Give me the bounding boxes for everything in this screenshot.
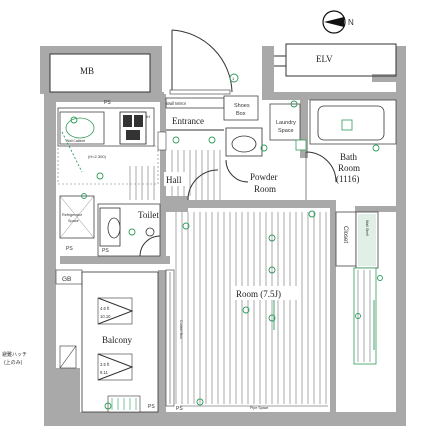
elv-area: ELV xyxy=(274,43,397,77)
kitchen-area: PS Wall Cabinet IH (H=2,300) Refrigerato… xyxy=(57,100,159,252)
wall-mirror-label: Wall Mirror xyxy=(166,101,187,106)
powder-area: Laundry Space Powder Room xyxy=(225,100,307,194)
closet-label: Closet xyxy=(342,226,348,243)
balcony-upper-stat-1: 4.6 ft xyxy=(100,306,110,311)
svg-text:Refrigerator: Refrigerator xyxy=(62,213,83,217)
ps-room-label: PS xyxy=(176,406,183,412)
laundry-label-1: Laundry xyxy=(276,120,296,126)
ps-bottom-label: PS xyxy=(102,248,109,254)
toilet-area: Toilet PS xyxy=(97,203,161,257)
entrance-door: 1 xyxy=(169,29,239,95)
svg-text:1: 1 xyxy=(232,76,235,81)
svg-text:Wall Cabinet: Wall Cabinet xyxy=(66,139,85,143)
bath-room-label-2: Room xyxy=(338,163,360,173)
compass: N xyxy=(322,10,354,34)
gb-label: GB xyxy=(62,276,71,283)
height-note: (H=2,300) xyxy=(88,154,107,159)
closet-area: Closet Wall Shelf xyxy=(335,211,383,365)
evac-hatch-label-1: 避難ハッチ xyxy=(2,351,27,358)
compass-north-label: N xyxy=(348,18,354,27)
bath-room-area: Bath Room (1116) xyxy=(305,99,397,200)
main-room-area: Room (7.5J) Curtain Box Pipe Space PS xyxy=(165,210,328,412)
ps-left-label: PS xyxy=(66,246,73,252)
outer-walls xyxy=(40,46,406,426)
mb-label: MB xyxy=(80,66,94,76)
powder-room-label-2: Room xyxy=(254,184,276,194)
toilet-label: Toilet xyxy=(138,210,159,220)
shoes-box-label-1: Shoes xyxy=(234,103,250,109)
bath-room-label-1: Bath xyxy=(340,152,357,162)
evac-hatch-label-2: (上のみ) xyxy=(4,359,23,366)
svg-text:IH: IH xyxy=(146,114,150,119)
wall-shelf-label: Wall Shelf xyxy=(365,220,369,236)
pipe-space-label: Pipe Space xyxy=(250,406,268,410)
balcony-upper-stat-2: 10.10 xyxy=(100,314,111,319)
balcony-area: GB 4.6 ft 10.10 Balcony 3.5 ft 9.11 PS 避… xyxy=(2,269,159,413)
elv-label: ELV xyxy=(316,54,333,64)
powder-room-label-1: Powder xyxy=(250,172,278,182)
balcony-lower-stat-2: 9.11 xyxy=(100,370,109,375)
entrance-label: Entrance xyxy=(172,116,204,126)
ps-balcony-label: PS xyxy=(148,404,155,410)
entrance-area: Wall Mirror Entrance Shoes Box xyxy=(157,95,259,151)
ps-top-label: PS xyxy=(104,100,111,106)
balcony-lower-stat-1: 3.5 ft xyxy=(100,362,110,367)
laundry-label-2: Space xyxy=(278,128,294,134)
curtain-box-label: Curtain Box xyxy=(179,320,183,339)
room-label: Room (7.5J) xyxy=(236,289,281,299)
svg-text:Space: Space xyxy=(68,219,79,223)
hall-area: Hall xyxy=(129,150,249,201)
mb-area: MB xyxy=(49,53,151,93)
balcony-label: Balcony xyxy=(102,335,132,345)
shoes-box-label-2: Box xyxy=(236,111,246,117)
hall-label: Hall xyxy=(166,175,182,185)
bath-room-label-3: (1116) xyxy=(336,174,359,184)
